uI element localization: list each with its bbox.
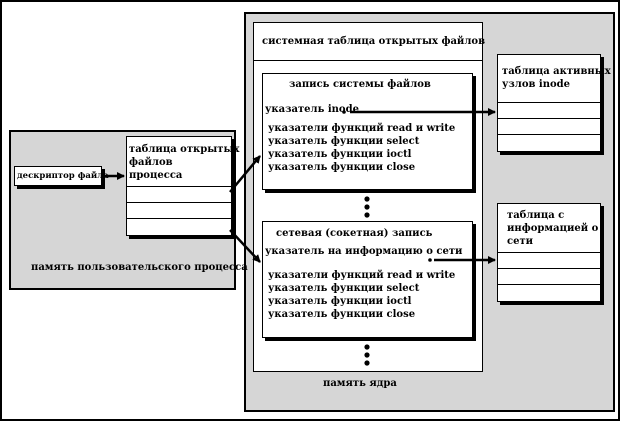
- process-table-row: [126, 186, 232, 187]
- inode-table-title-line1: таблица активных: [502, 66, 611, 77]
- fs-func-close: указатель функции close: [268, 162, 416, 173]
- socket-record-box: [262, 221, 473, 338]
- socket-net-pointer: указатель на информацию о сети: [265, 246, 463, 257]
- ellipsis-dots-bottom: [364, 344, 370, 366]
- process-table-row: [126, 202, 232, 203]
- fs-func-select: указатель функции select: [268, 136, 420, 147]
- inode-table-row: [497, 134, 601, 135]
- fs-func-read-write: указатели функций read и write: [268, 123, 456, 134]
- file-descriptor-label: дескриптор файла: [17, 171, 109, 181]
- net-table-row: [497, 284, 601, 285]
- inode-table-row: [497, 102, 601, 103]
- socket-func-ioctl: указатель функции ioctl: [268, 296, 412, 307]
- arrow-process-table-to-socket-record: [229, 229, 261, 263]
- net-table-title-line1: таблица с: [507, 210, 565, 221]
- inode-table-row: [497, 118, 601, 119]
- user-process-memory-label: память пользовательского процесса: [31, 262, 248, 273]
- kernel-memory-label: память ядра: [323, 378, 397, 389]
- net-pointer-dot: [428, 258, 432, 262]
- fs-inode-pointer: указатель inode: [265, 104, 359, 115]
- inode-table-title-line2: узлов inode: [502, 79, 571, 90]
- net-table-title-line2: информацией о: [507, 223, 599, 234]
- system-table-header-divider: [253, 60, 483, 61]
- file-descriptor-box: [14, 166, 102, 186]
- socket-func-close: указатель функции close: [268, 309, 416, 320]
- net-table-row: [497, 252, 601, 253]
- net-table-title-line3: сети: [507, 236, 534, 247]
- fs-record-title: запись системы файлов: [289, 79, 431, 90]
- process-open-files-title-line2: файлов: [129, 157, 173, 168]
- ellipsis-dots-middle: [364, 196, 370, 218]
- socket-record-title: сетевая (сокетная) запись: [276, 228, 433, 239]
- system-open-files-table-title: системная таблица открытых файлов: [262, 36, 486, 47]
- socket-func-select: указатель функции select: [268, 283, 420, 294]
- process-open-files-title-line3: процесса: [129, 170, 183, 181]
- inode-pointer-dot: [342, 110, 346, 114]
- net-table-row: [497, 268, 601, 269]
- process-table-row: [126, 218, 232, 219]
- process-open-files-title-line1: таблица открытых: [129, 144, 240, 155]
- socket-func-read-write: указатели функций read и write: [268, 270, 456, 281]
- fs-record-box: [262, 73, 473, 190]
- arrow-process-table-to-fs-record: [229, 155, 261, 193]
- inode-table: [497, 54, 601, 152]
- fs-func-ioctl: указатель функции ioctl: [268, 149, 412, 160]
